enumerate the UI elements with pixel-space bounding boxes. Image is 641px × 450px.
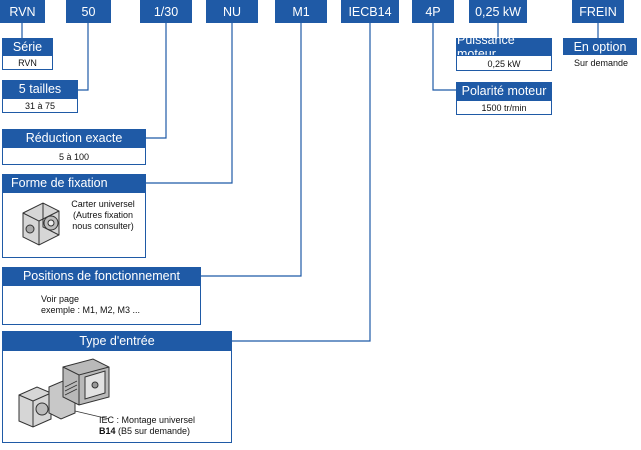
fixation-line2: (Autres fixation bbox=[72, 210, 134, 220]
entree-rest: (B5 sur demande) bbox=[115, 426, 191, 436]
code-frein: FREIN bbox=[572, 0, 624, 23]
link-entree bbox=[232, 23, 371, 342]
entree-title: Type d'entrée bbox=[2, 331, 232, 350]
link-reduction bbox=[146, 23, 167, 139]
code-taille: 50 bbox=[66, 0, 111, 23]
puissance-value: 0,25 kW bbox=[487, 59, 521, 69]
code-entree: IECB14 bbox=[341, 0, 399, 23]
entree-bold: B14 bbox=[99, 426, 116, 436]
code-serie: RVN bbox=[0, 0, 45, 23]
code-polarite: 4P bbox=[412, 0, 454, 23]
option-title: En option bbox=[563, 38, 637, 55]
tailles-title: 5 tailles bbox=[2, 80, 78, 98]
puissance-box: 0,25 kW bbox=[456, 55, 552, 71]
code-puissance: 0,25 kW bbox=[469, 0, 527, 23]
option-value: Sur demande bbox=[573, 58, 629, 68]
tailles-value: 31 à 75 bbox=[24, 101, 56, 111]
serie-value: RVN bbox=[18, 58, 37, 68]
tailles-box: 31 à 75 bbox=[2, 98, 78, 113]
positions-title: Positions de fonctionnement bbox=[2, 267, 201, 285]
code-position: M1 bbox=[275, 0, 327, 23]
link-fixation bbox=[146, 23, 233, 184]
positions-line1: Voir page bbox=[41, 294, 80, 304]
fixation-title: Forme de fixation bbox=[2, 174, 146, 192]
entree-line2: B14 (B5 sur demande) bbox=[99, 426, 190, 437]
reduction-title: Réduction exacte bbox=[2, 129, 146, 147]
motor-gearbox-image bbox=[18, 358, 110, 428]
fixation-box: Carter universel (Autres fixation nous c… bbox=[2, 192, 146, 258]
polarite-box: 1500 tr/min bbox=[456, 100, 552, 115]
positions-box: Voir page exemple : M1, M2, M3 ... bbox=[2, 285, 201, 325]
fixation-line1: Carter universel bbox=[71, 199, 135, 209]
reduction-value: 5 à 100 bbox=[58, 152, 90, 162]
polarite-value: 1500 tr/min bbox=[481, 103, 527, 113]
serie-title: Série bbox=[2, 38, 53, 55]
code-fixation: NU bbox=[206, 0, 258, 23]
gearbox-image bbox=[22, 202, 60, 246]
polarite-title: Polarité moteur bbox=[456, 82, 552, 100]
serie-box: RVN bbox=[2, 55, 53, 70]
code-reduction: 1/30 bbox=[140, 0, 192, 23]
entree-box: IEC : Montage universel B14 (B5 sur dema… bbox=[2, 350, 232, 443]
entree-line1: IEC : Montage universel bbox=[99, 415, 196, 425]
reduction-box: 5 à 100 bbox=[2, 147, 146, 165]
link-tailles bbox=[78, 23, 89, 91]
positions-line2: exemple : M1, M2, M3 ... bbox=[41, 305, 141, 315]
puissance-title: Puissance moteur bbox=[456, 33, 552, 61]
link-positions bbox=[201, 23, 302, 277]
fixation-line3: nous consulter) bbox=[72, 221, 134, 231]
link-polarite bbox=[432, 23, 456, 91]
